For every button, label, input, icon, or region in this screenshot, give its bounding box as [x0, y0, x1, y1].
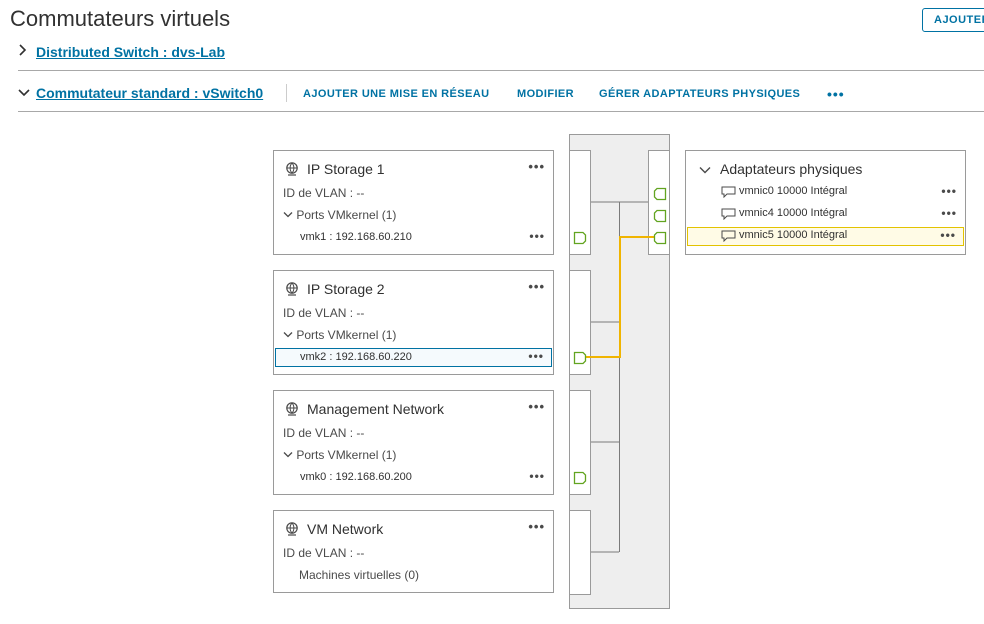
chevron-down-icon: [283, 452, 293, 458]
chevron-down-icon[interactable]: [699, 166, 711, 175]
uplink-connector: [648, 150, 670, 255]
port-group-menu-button[interactable]: •••: [528, 399, 545, 414]
virtual-machines-label: Machines virtuelles (0): [299, 568, 420, 582]
more-actions-button[interactable]: •••: [827, 86, 845, 102]
vmkernel-port-row-selected[interactable]: vmk2 : 192.168.60.220 •••: [275, 348, 552, 367]
vmkernel-ports-label: Ports VMkernel (1): [296, 328, 397, 342]
network-icon: [286, 522, 298, 536]
chevron-down-icon: [283, 212, 293, 218]
physical-adapters-title: Adaptateurs physiques: [720, 161, 863, 177]
divider: [18, 111, 984, 112]
port-group-menu-button[interactable]: •••: [528, 279, 545, 294]
adapter-label: vmnic4 10000 Intégral: [739, 207, 848, 219]
port-group-management-network[interactable]: Management Network ••• ID de VLAN : -- P…: [273, 390, 554, 495]
add-networking-button[interactable]: AJOUTER UNE MISE EN RÉSEAU: [303, 88, 490, 100]
chevron-down-icon: [283, 332, 293, 338]
port-icon: [573, 231, 587, 245]
port-group-vm-network[interactable]: VM Network ••• ID de VLAN : -- Machines …: [273, 510, 554, 593]
vlan-id: ID de VLAN : --: [283, 306, 365, 320]
port-group-connector: [569, 150, 591, 255]
adapter-menu-button[interactable]: •••: [941, 206, 957, 220]
modify-button[interactable]: MODIFIER: [517, 88, 574, 100]
adapter-label: vmnic5 10000 Intégral: [739, 229, 848, 241]
vmkernel-ports-label: Ports VMkernel (1): [296, 448, 397, 462]
adapter-row-vmnic4[interactable]: vmnic4 10000 Intégral •••: [687, 205, 964, 224]
adapter-row-vmnic0[interactable]: vmnic0 10000 Intégral •••: [687, 183, 964, 202]
port-group-name: Management Network: [307, 401, 444, 417]
port-group-name: IP Storage 2: [307, 281, 385, 297]
port-group-connector: [569, 270, 591, 375]
page-title: Commutateurs virtuels: [10, 6, 231, 31]
nic-icon: [721, 208, 736, 220]
port-group-connector: [569, 390, 591, 495]
standard-switch-link[interactable]: Commutateur standard : vSwitch0: [36, 85, 264, 101]
divider: [18, 70, 984, 71]
vlan-id: ID de VLAN : --: [283, 426, 365, 440]
distributed-switch-link[interactable]: Distributed Switch : dvs-Lab: [36, 44, 226, 60]
adapter-label: vmnic0 10000 Intégral: [739, 185, 848, 197]
vmkernel-port-menu-button[interactable]: •••: [528, 349, 544, 363]
port-group-name: VM Network: [307, 521, 384, 537]
uplink-port-icon: [653, 187, 667, 201]
manage-physical-adapters-button[interactable]: GÉRER ADAPTATEURS PHYSIQUES: [599, 88, 801, 100]
port-icon: [573, 471, 587, 485]
vmkernel-port-row[interactable]: vmk0 : 192.168.60.200 •••: [275, 468, 552, 487]
port-group-menu-button[interactable]: •••: [528, 519, 545, 534]
vmkernel-ports-toggle[interactable]: Ports VMkernel (1): [283, 208, 396, 222]
vmkernel-ports-label: Ports VMkernel (1): [296, 208, 397, 222]
vlan-id: ID de VLAN : --: [283, 546, 365, 560]
vmkernel-ports-toggle[interactable]: Ports VMkernel (1): [283, 328, 396, 342]
vmkernel-port: vmk0 : 192.168.60.200: [300, 471, 412, 483]
vmkernel-ports-toggle[interactable]: Ports VMkernel (1): [283, 448, 396, 462]
network-icon: [286, 162, 298, 176]
chevron-down-icon[interactable]: [18, 86, 30, 101]
separator: [286, 84, 287, 102]
network-icon: [286, 402, 298, 416]
uplink-port-icon: [653, 231, 667, 245]
vlan-id: ID de VLAN : --: [283, 186, 365, 200]
vmkernel-port-menu-button[interactable]: •••: [529, 229, 545, 243]
adapter-menu-button[interactable]: •••: [941, 184, 957, 198]
port-icon: [573, 351, 587, 365]
port-group-ip-storage-1[interactable]: IP Storage 1 ••• ID de VLAN : -- Ports V…: [273, 150, 554, 255]
vmkernel-port-menu-button[interactable]: •••: [529, 469, 545, 483]
uplink-port-icon: [653, 209, 667, 223]
port-group-menu-button[interactable]: •••: [528, 159, 545, 174]
adapter-menu-button[interactable]: •••: [940, 228, 956, 242]
add-button[interactable]: AJOUTER: [922, 8, 984, 32]
port-group-connector: [569, 510, 591, 595]
vmkernel-port: vmk2 : 192.168.60.220: [300, 351, 412, 363]
network-icon: [286, 282, 298, 296]
chevron-right-icon[interactable]: [18, 44, 28, 59]
port-group-ip-storage-2[interactable]: IP Storage 2 ••• ID de VLAN : -- Ports V…: [273, 270, 554, 375]
port-group-name: IP Storage 1: [307, 161, 385, 177]
nic-icon: [721, 186, 736, 198]
vmkernel-port-row[interactable]: vmk1 : 192.168.60.210 •••: [275, 228, 552, 247]
adapter-row-vmnic5-highlighted[interactable]: vmnic5 10000 Intégral •••: [687, 227, 964, 246]
nic-icon: [721, 230, 736, 242]
physical-adapters-panel[interactable]: Adaptateurs physiques vmnic0 10000 Intég…: [685, 150, 966, 255]
vmkernel-port: vmk1 : 192.168.60.210: [300, 231, 412, 243]
